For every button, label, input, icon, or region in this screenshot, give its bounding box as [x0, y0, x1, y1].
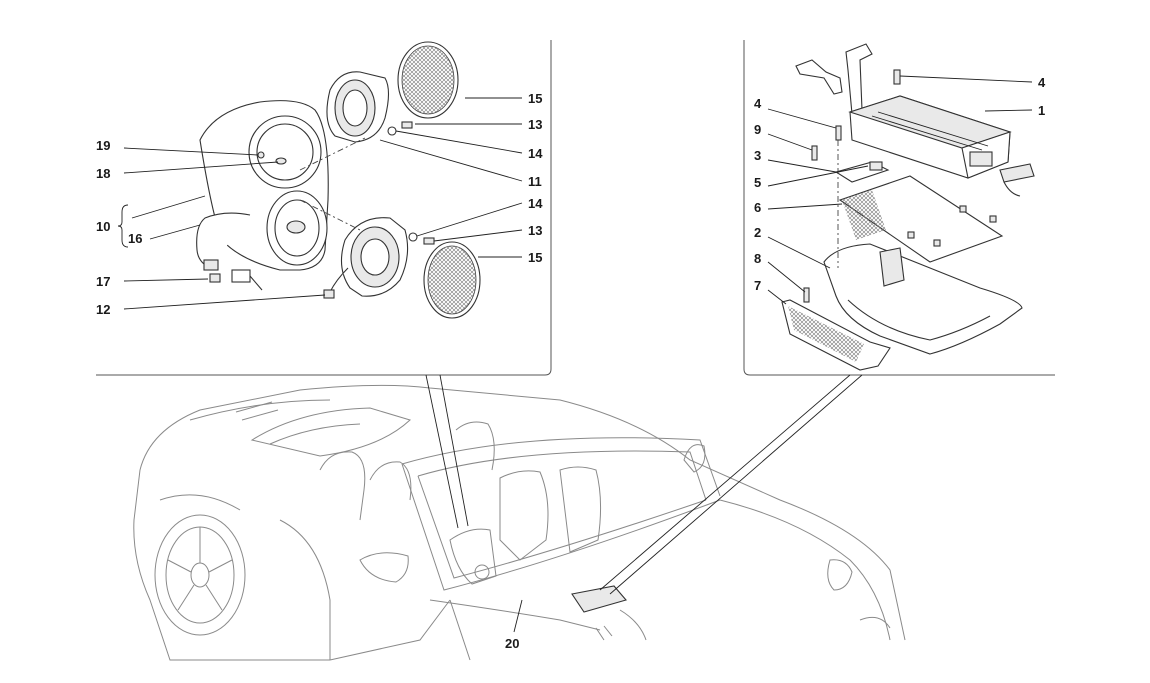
callout-1: 1 — [1038, 103, 1045, 118]
axis-line-upper — [299, 137, 366, 171]
callout-3: 3 — [754, 148, 761, 163]
left-panel-frame — [96, 40, 552, 376]
grille-upper — [397, 41, 459, 119]
mounting-brackets — [795, 43, 873, 115]
midrange-speaker-lower — [323, 217, 409, 299]
callout-16: 16 — [128, 231, 142, 246]
callout-8: 8 — [754, 251, 761, 266]
amplifier-connector — [999, 163, 1035, 197]
insulation-pad — [838, 175, 1004, 263]
callout-18: 18 — [96, 166, 110, 181]
axis-line-lower — [299, 199, 361, 231]
callout-20: 20 — [505, 636, 519, 651]
callout-13-upper: 13 — [528, 117, 542, 132]
callout-2: 2 — [754, 225, 761, 240]
amplifier-unit — [848, 95, 1012, 179]
clip-plate — [834, 161, 890, 183]
callout-6: 6 — [754, 200, 761, 215]
midrange-speaker-upper — [326, 71, 390, 143]
callout-9: 9 — [754, 122, 761, 137]
callout-19: 19 — [96, 138, 110, 153]
callout-7: 7 — [754, 278, 761, 293]
small-fasteners-left — [387, 121, 435, 245]
car-outline — [133, 384, 906, 661]
callout-4-left: 4 — [754, 96, 762, 111]
callout-13-lower: 13 — [528, 223, 542, 238]
callout-14-lower: 14 — [528, 196, 543, 211]
amplifier-tray — [823, 243, 1023, 355]
callout-12: 12 — [96, 302, 110, 317]
callout-11: 11 — [528, 174, 542, 189]
grille-lower — [423, 241, 481, 319]
callout-15-upper: 15 — [528, 91, 542, 106]
callout-17: 17 — [96, 274, 110, 289]
leader-lines-right — [767, 75, 1033, 305]
trim-cover — [781, 299, 891, 371]
callout-4-upper-right: 4 — [1038, 75, 1046, 90]
right-panel-frame — [743, 40, 1055, 376]
fixing-screws-right — [803, 69, 901, 303]
callout-5: 5 — [754, 175, 761, 190]
leader-lines-left — [123, 97, 523, 310]
callout-14-upper: 14 — [528, 146, 543, 161]
callout-10: 10 — [96, 219, 110, 234]
detail-pointer-lines — [425, 374, 863, 595]
callout-15-lower: 15 — [528, 250, 542, 265]
wiring-harness-left — [196, 212, 263, 291]
leader-20 — [513, 599, 523, 633]
group-brace-10-16 — [117, 204, 129, 248]
